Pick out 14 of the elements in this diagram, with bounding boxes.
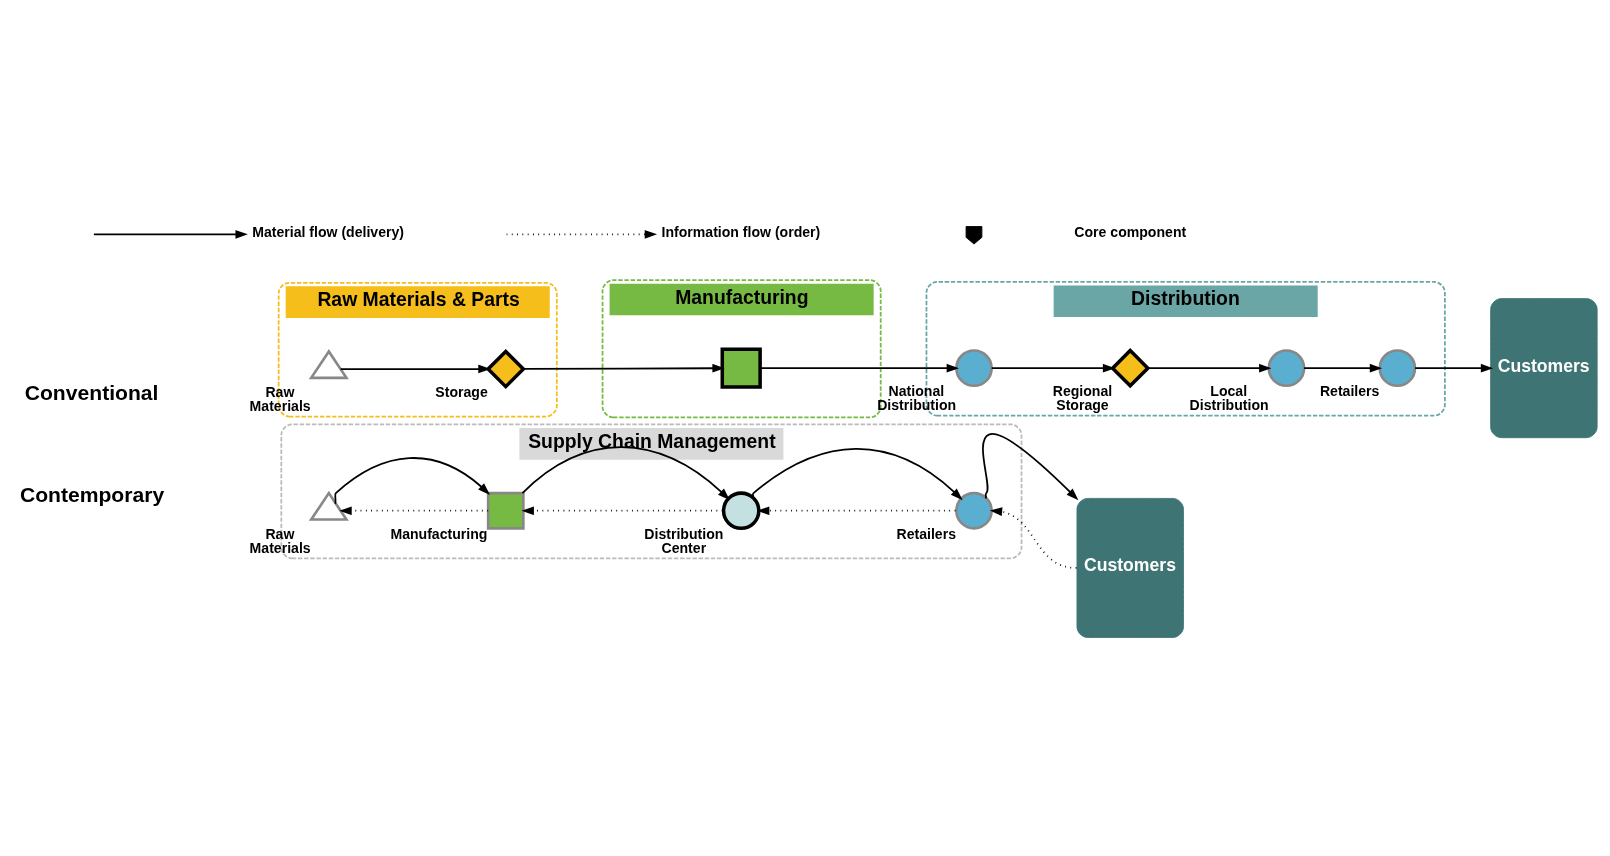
legend-label: Core component bbox=[1074, 223, 1187, 240]
node-label: Local Distribution bbox=[1189, 383, 1269, 414]
node-label: Retailers bbox=[896, 525, 957, 542]
node-label: Storage bbox=[435, 384, 488, 401]
label: Contemporary bbox=[19, 483, 165, 507]
node-label: Regional Storage bbox=[1052, 383, 1113, 414]
legend-label: Material flow (delivery) bbox=[252, 223, 405, 240]
node-label: Retailers bbox=[1319, 383, 1380, 400]
node-label: Raw Materials bbox=[249, 384, 311, 415]
legend-label: Information flow (order) bbox=[661, 223, 821, 240]
node-label: Raw Materials bbox=[249, 525, 311, 556]
node-label: Manufacturing bbox=[390, 525, 488, 542]
node-label: Distribution Center bbox=[644, 525, 724, 556]
label: Conventional bbox=[24, 381, 159, 405]
